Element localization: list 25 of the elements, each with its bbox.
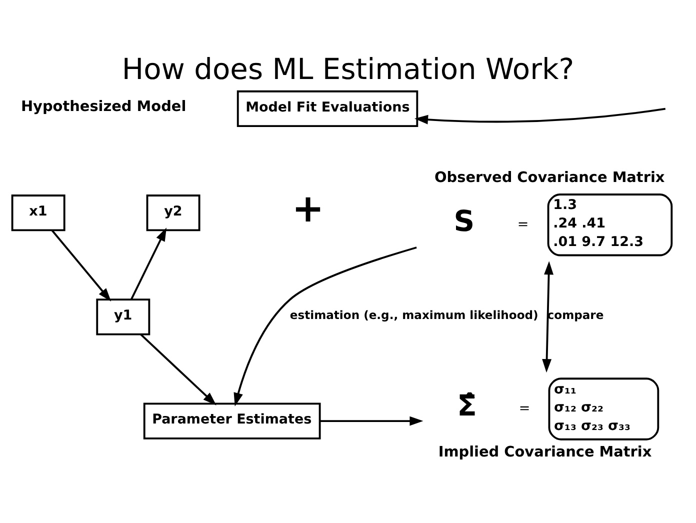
node-box: Parameter Estimates xyxy=(143,402,321,439)
arrow xyxy=(140,333,216,405)
node-label: Σ̂ xyxy=(457,388,477,422)
node-box: y1 xyxy=(96,298,150,335)
node-label: = xyxy=(518,400,530,416)
arrow xyxy=(130,227,167,300)
node-box: x1 xyxy=(11,194,66,231)
edge-label: estimation (e.g., maximum likelihood) xyxy=(290,307,538,322)
diagram-title: How does ML Estimation Work? xyxy=(122,51,574,86)
label: Hypothesized Model xyxy=(20,98,186,115)
arrow xyxy=(414,107,666,124)
edge-label: compare xyxy=(547,307,604,322)
arrow xyxy=(542,260,554,372)
arrow xyxy=(234,246,417,406)
node-label: Implied Covariance Matrix xyxy=(438,444,652,460)
arrow xyxy=(320,416,424,426)
node-box: σ₁₁ σ₁₂ σ₂₂ σ₁₃ σ₂₃ σ₃₃ xyxy=(548,377,660,440)
node-label: = xyxy=(517,216,529,232)
label: + xyxy=(292,186,324,232)
node-box: Model Fit Evaluations xyxy=(236,90,418,127)
node-label: Observed Covariance Matrix xyxy=(434,169,665,186)
node-box: y2 xyxy=(146,194,200,231)
node-label: S xyxy=(454,204,475,238)
node-box: 1.3 .24 .41 .01 9.7 12.3 xyxy=(547,193,673,256)
arrow xyxy=(51,229,112,302)
